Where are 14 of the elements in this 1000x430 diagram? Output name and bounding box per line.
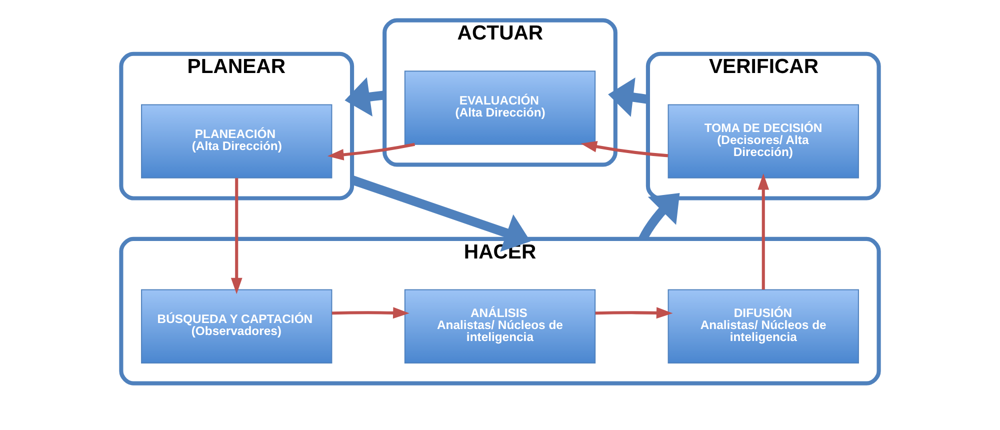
node-box: PLANEACIÓN (Alta Dirección) [141, 104, 332, 178]
node-box: DIFUSIÓN Analistas/ Núcleos de inteligencia [668, 289, 859, 364]
arrow [344, 77, 386, 116]
arrow [230, 178, 242, 294]
node-box: TOMA DE DECISIÓN (Decisores/ Alta Dirección) [668, 104, 859, 178]
node-box: EVALUACIÓN (Alta Dirección) [404, 70, 596, 145]
arrow [608, 78, 649, 117]
arrow [595, 307, 673, 319]
arrow [580, 141, 668, 158]
node-box: BÚSQUEDA Y CAPTACIÓN (Observadores) [141, 289, 332, 364]
node-box: ANÁLISIS Analistas/ Núcleos de inteligencia [404, 289, 596, 364]
arrow [758, 173, 770, 290]
arrow [327, 142, 416, 160]
arrow [332, 307, 410, 319]
